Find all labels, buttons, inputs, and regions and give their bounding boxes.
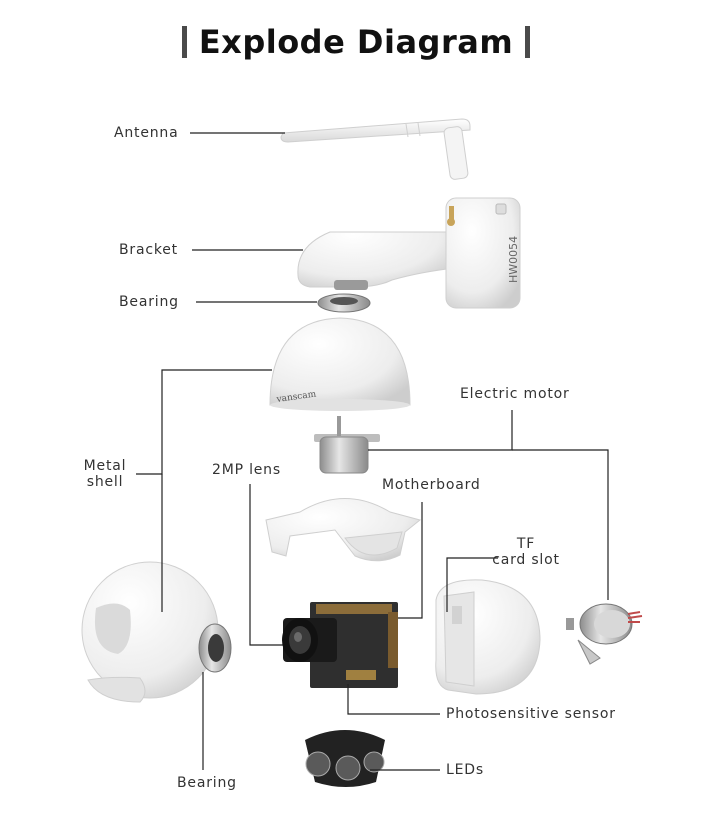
- led-board-part: [305, 730, 385, 787]
- label-metal-shell: Metal shell: [76, 458, 134, 490]
- label-motherboard: Motherboard: [382, 477, 481, 493]
- bearing-top-part: [318, 294, 370, 312]
- motor-right-part: [566, 604, 642, 664]
- label-bearing-top: Bearing: [119, 294, 179, 310]
- label-electric-motor: Electric motor: [460, 386, 570, 402]
- lens-pcb-part: [282, 602, 398, 688]
- leader-metal-shell-top: [136, 370, 272, 474]
- label-leds: LEDs: [446, 762, 484, 778]
- label-tf-line1: TF: [480, 536, 572, 552]
- antenna-part: [281, 119, 470, 180]
- metal-shell-part: [82, 562, 231, 702]
- motor-center-part: [314, 416, 380, 473]
- label-metal-shell-line2: shell: [76, 474, 134, 490]
- label-metal-shell-line1: Metal: [76, 458, 134, 474]
- dome-part: vanscam: [270, 318, 410, 411]
- label-tf-card-slot: TF card slot: [480, 536, 572, 568]
- model-mark: HW0054: [507, 236, 520, 283]
- label-bracket: Bracket: [119, 242, 178, 258]
- bracket-part: HW0054: [298, 198, 520, 308]
- label-photosensitive-sensor: Photosensitive sensor: [446, 706, 616, 722]
- label-antenna: Antenna: [114, 125, 178, 141]
- label-bearing-bottom: Bearing: [177, 775, 237, 791]
- leader-motor-center: [368, 410, 512, 450]
- leader-photosensitive: [348, 684, 440, 714]
- leader-motor-right: [512, 450, 608, 600]
- label-tf-line2: card slot: [480, 552, 572, 568]
- tf-housing-part: [436, 580, 540, 694]
- label-lens: 2MP lens: [212, 462, 281, 478]
- leader-lens: [250, 484, 283, 645]
- motherboard-cover-part: [266, 499, 420, 561]
